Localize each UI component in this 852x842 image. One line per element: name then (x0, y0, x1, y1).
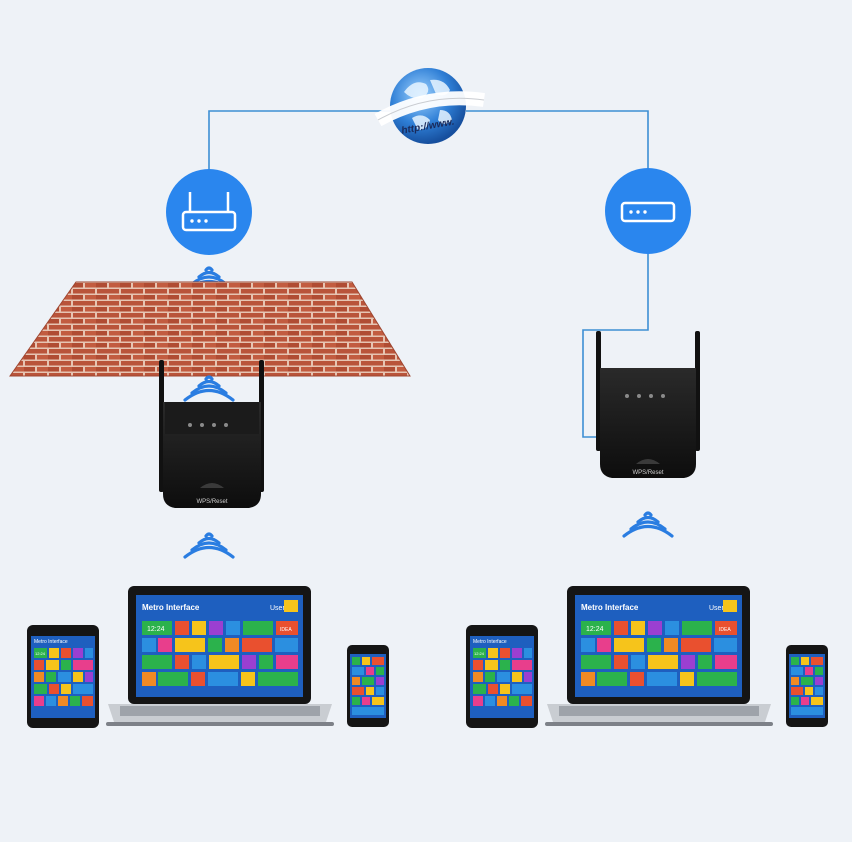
tablet-time: 12:24 (35, 651, 46, 656)
laptop-screen-user-right: User (709, 605, 724, 612)
wifi-extender-left: WPS/Reset (159, 360, 264, 508)
wifi-signal-icon (183, 375, 235, 402)
smartphone-right (786, 645, 828, 727)
laptop-screen-user: User (270, 605, 285, 612)
tablet-right: Metro Interface 12:24 (466, 625, 538, 728)
wifi-signal-icon (183, 532, 235, 559)
extender-wps-label-right: WPS/Reset (632, 470, 663, 476)
laptop-time: 12:24 (147, 626, 165, 633)
laptop-screen-title-right: Metro Interface (581, 603, 639, 612)
laptop-time-right: 12:24 (586, 626, 604, 633)
laptop-idea: IDEA (280, 627, 292, 633)
tablet-left: Metro Interface 12:24 (27, 625, 99, 728)
router-icon-right (605, 168, 691, 254)
brick-wall (9, 281, 411, 377)
globe-icon: http://www. (374, 68, 485, 144)
laptop-idea-right: IDEA (719, 627, 731, 633)
extender-wps-label: WPS/Reset (196, 499, 227, 505)
laptop-left: Metro Interface User 12:24 IDEA (106, 586, 334, 726)
tablet-time-right: 12:24 (474, 651, 485, 656)
smartphone-left (347, 645, 389, 727)
laptop-screen-title: Metro Interface (142, 603, 200, 612)
wifi-extender-right: WPS/Reset (596, 331, 700, 478)
tablet-screen-title: Metro Interface (34, 639, 68, 645)
line-right-router-to-extender (582, 253, 649, 438)
tablet-screen-title-right: Metro Interface (473, 639, 507, 645)
line-globe-to-left-router (208, 110, 392, 170)
wifi-signal-icon (622, 511, 674, 538)
laptop-right: Metro Interface User 12:24 IDEA (545, 586, 773, 726)
connection-lines (208, 110, 649, 438)
router-icon-left (166, 169, 252, 255)
line-globe-to-right-router (466, 110, 649, 170)
